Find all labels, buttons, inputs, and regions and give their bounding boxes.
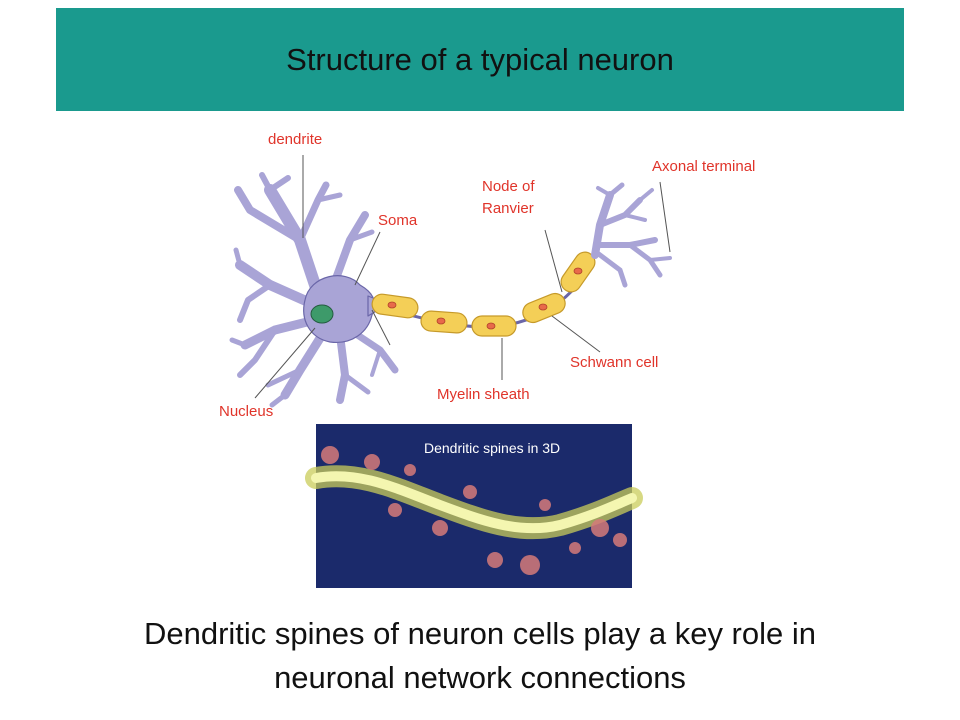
label-schwann-cell: Schwann cell <box>570 354 659 371</box>
label-node-line1: Node of <box>482 178 535 195</box>
label-dendrite: dendrite <box>268 131 323 148</box>
axonal-terminal-branches <box>591 182 672 288</box>
label-node-line2: Ranvier <box>482 200 534 217</box>
label-soma: Soma <box>378 212 418 229</box>
label-axonal-terminal: Axonal terminal <box>652 158 756 175</box>
dendrite-tree <box>229 172 399 408</box>
leader-lines <box>254 155 671 399</box>
caption-line-2: neuronal network connections <box>274 660 686 695</box>
nucleus-shape <box>310 304 334 324</box>
dendritic-spines-photo <box>305 424 643 588</box>
slide-caption: Dendritic spines of neuron cells play a … <box>0 612 960 700</box>
caption-line-1: Dendritic spines of neuron cells play a … <box>143 616 816 651</box>
photo-caption: Dendritic spines in 3D <box>424 440 561 456</box>
label-nucleus: Nucleus <box>219 403 274 420</box>
neuron-body <box>229 172 399 408</box>
schwann-nuclei <box>387 267 583 330</box>
title-bar: Structure of a typical neuron <box>56 8 904 111</box>
soma-shape <box>303 275 375 343</box>
label-myelin-sheath: Myelin sheath <box>437 386 530 403</box>
page-title: Structure of a typical neuron <box>286 41 674 77</box>
myelin-segments <box>371 251 596 337</box>
